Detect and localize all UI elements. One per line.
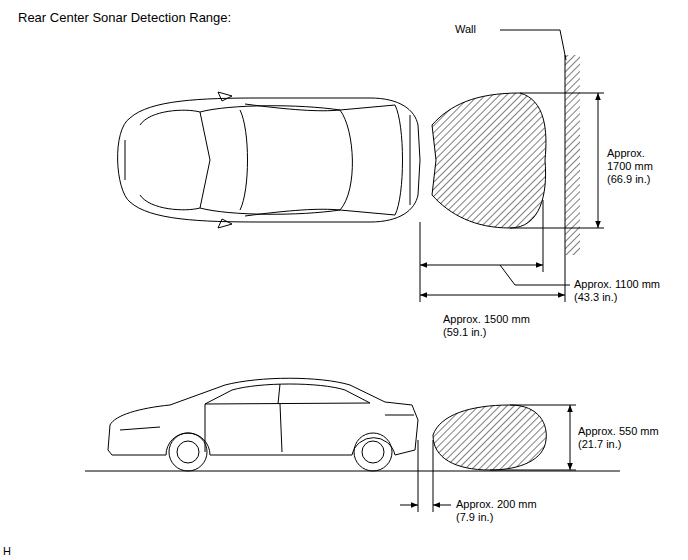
figure-code: H: [3, 545, 11, 558]
dimension-label: Approx. 1500 mm (59.1 in.): [443, 313, 543, 339]
dimension-label: Approx. 1100 mm (43.3 in.): [574, 278, 674, 304]
dimension-label: Approx. 200 mm (7.9 in.): [456, 498, 556, 524]
diagram-title: Rear Center Sonar Detection Range:: [18, 10, 231, 26]
car-top-view: [118, 92, 420, 228]
dimension-label: Approx. 1700 mm (66.9 in.): [607, 147, 665, 186]
dimension-label: Approx. 550 mm (21.7 in.): [578, 425, 678, 451]
wall-label: Wall: [455, 23, 476, 36]
wall: [565, 55, 580, 255]
car-side-view: [108, 378, 418, 471]
detection-area-side: [433, 405, 546, 470]
detection-area: [432, 93, 546, 228]
